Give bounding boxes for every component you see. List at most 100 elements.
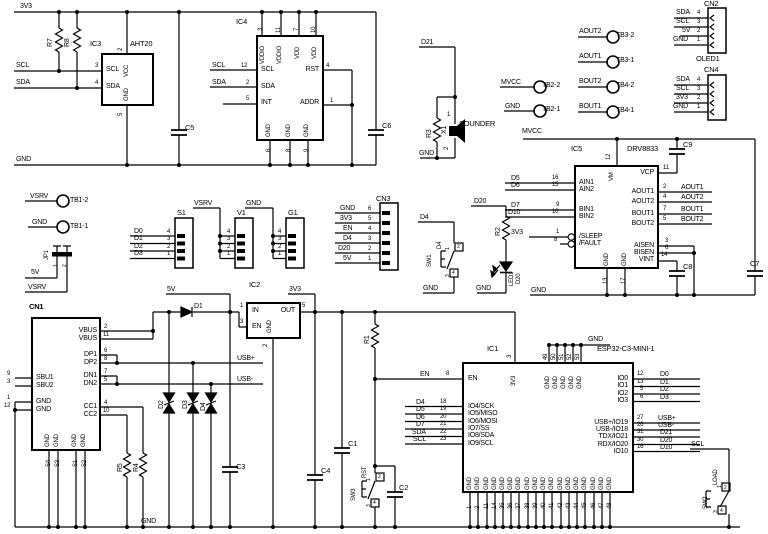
- pin-number: GND: [286, 124, 292, 137]
- pin-number: GND: [475, 477, 481, 490]
- net-label: CC1: [83, 403, 98, 410]
- pin-number: VDDIO: [277, 45, 283, 64]
- net-label: AOUT2: [631, 198, 655, 205]
- ref-cn4: CN4: [704, 65, 719, 74]
- pin-number: VCC: [124, 64, 130, 77]
- net-label: SDA: [676, 76, 690, 83]
- net-label: RST: [305, 66, 320, 73]
- pin-number: 1: [717, 485, 723, 488]
- pin-number: 14: [492, 502, 498, 509]
- pin-number: GND: [599, 477, 605, 490]
- pin-number: 8: [446, 371, 450, 377]
- cn4-box: [707, 74, 727, 121]
- pin-number: 4: [104, 400, 108, 406]
- pin-number: 41: [549, 502, 555, 509]
- d1-diode-symbol: [180, 306, 194, 318]
- pin-number: 3: [258, 27, 264, 31]
- pin-number: GND: [582, 477, 588, 490]
- net-label: D10: [660, 444, 673, 451]
- net-label: GND: [423, 285, 438, 292]
- pin-number: VM: [609, 172, 615, 181]
- net-label: GND: [673, 36, 688, 43]
- terminal-tb1-2: TB1-2: [70, 197, 89, 204]
- pin-number: 53: [575, 353, 581, 360]
- net-label: 3V3: [676, 94, 688, 101]
- ref-oled1: OLED1: [696, 54, 720, 63]
- net-label: AISEN: [633, 242, 654, 249]
- pin-number: 2: [278, 244, 282, 250]
- pin-number: 9: [304, 148, 310, 152]
- pin-number: GND: [508, 477, 514, 490]
- pin-number: GND: [500, 477, 506, 490]
- junction-dots: [13, 10, 731, 529]
- pin-number: GND: [591, 477, 597, 490]
- net-label: VSRV: [194, 200, 213, 207]
- net-label: BIN2: [579, 213, 594, 220]
- pin-number: GND: [54, 434, 60, 447]
- ref-x1: X1: [441, 125, 448, 134]
- net-label: D2: [660, 386, 669, 393]
- net-label: USB-: [658, 422, 674, 429]
- pin-number: 1: [227, 251, 231, 257]
- net-label: D4: [416, 399, 425, 406]
- pin-number: 10: [552, 209, 559, 215]
- pin-number: GND: [266, 124, 272, 137]
- net-gnd: GND: [16, 156, 31, 163]
- net-label: AOUT2: [579, 28, 602, 35]
- cn3-box: [379, 202, 399, 271]
- pin-number: D4: [437, 241, 443, 249]
- net-label: GND: [531, 287, 546, 294]
- ref-sw2: SW2: [703, 496, 709, 509]
- ref-g1: G1: [288, 208, 298, 217]
- resistor-symbols: [54, 27, 511, 478]
- net-label: IO2: [617, 390, 628, 397]
- pin-number: 20: [440, 414, 447, 420]
- pin-number: GND: [561, 376, 567, 389]
- pin-number: 1: [467, 505, 473, 509]
- pin-number: 3: [713, 510, 719, 513]
- pin-number: 9: [556, 202, 560, 208]
- pin-number: 12: [241, 63, 248, 69]
- ref-c4: C4: [321, 466, 331, 475]
- net-label: IO7/SS: [468, 425, 490, 432]
- pin-number: 16: [637, 444, 644, 450]
- jumper-and-contacts: [52, 211, 390, 265]
- pin-number: 31: [637, 429, 644, 435]
- net-label: SDA: [412, 429, 426, 436]
- ref-r2: R2: [495, 227, 502, 236]
- pin-number: 7: [104, 369, 108, 375]
- pin-number: GND: [553, 376, 559, 389]
- pin-number: 7: [663, 206, 667, 212]
- part-esp32: ESP32-C3-MINI-1: [597, 344, 655, 353]
- ref-r4: R4: [133, 463, 140, 472]
- net-label: VINT: [638, 256, 654, 263]
- wires-headers: [130, 207, 380, 264]
- pin-number: 2: [475, 505, 481, 509]
- pin-number: 1: [7, 395, 11, 401]
- net-label: D3: [134, 250, 143, 257]
- pin-number: GND: [549, 477, 555, 490]
- net-3v3: 3V3: [20, 3, 32, 10]
- led1-symbol: [490, 261, 514, 279]
- pin-number: 10: [103, 408, 110, 414]
- net-label: SBU2: [36, 382, 54, 389]
- pin-number: 35: [500, 502, 506, 509]
- wires-sw1-led: [418, 205, 507, 294]
- pin-number: VDD: [295, 46, 301, 59]
- net-label: VBUS: [78, 327, 97, 334]
- net-label: EN: [252, 323, 262, 330]
- net-label: BISEN: [633, 249, 654, 256]
- net-label: 3V3: [511, 229, 523, 236]
- pin-number: 3: [227, 236, 231, 242]
- net-label: SCL: [676, 85, 690, 92]
- ref-c1: C1: [348, 439, 358, 448]
- pin-number: 1: [366, 478, 372, 481]
- pin-number: 44: [574, 502, 580, 509]
- net-label: D3: [660, 394, 669, 401]
- switch-contact-squares: [370, 242, 731, 515]
- part-sounder: SOUNDER: [459, 119, 496, 128]
- net-label: D10: [508, 209, 521, 216]
- net-label: GND: [476, 285, 491, 292]
- ref-cn1: CN1: [29, 302, 44, 311]
